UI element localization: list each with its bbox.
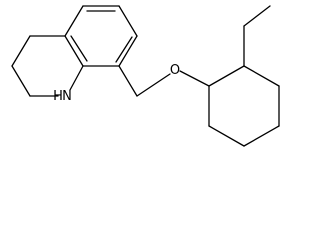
bond-cy1-cy2 — [208, 65, 245, 87]
bond-c6-c7 — [118, 5, 138, 37]
bond-o-c1 — [179, 70, 210, 87]
bond-c8-ch2 — [118, 65, 138, 97]
bond-c8a-c4a — [64, 35, 84, 67]
bond-c8a-c4a-double — [70, 35, 88, 62]
nitrogen-atom: H N — [53, 89, 72, 104]
ethyl-group — [243, 5, 271, 67]
molecule-diagram: H N O — [11, 5, 280, 147]
oxygen-atom: O — [170, 63, 180, 78]
bond-c7-c8-double — [115, 36, 133, 63]
bond-cy2-cy3 — [243, 65, 280, 87]
ether-linker — [118, 65, 210, 97]
oxygen-label: O — [170, 63, 180, 78]
bond-c4-c3 — [11, 35, 31, 67]
bond-ch2-ch3 — [243, 5, 271, 27]
cyclohexane-ring — [208, 65, 280, 147]
structure-canvas: H N O — [11, 5, 280, 147]
bond-c4a-c5 — [64, 5, 84, 37]
saturated-ring — [11, 35, 84, 97]
bond-c7-c8 — [118, 35, 138, 67]
nitrogen-h-label: H — [53, 89, 63, 104]
bond-cy5-cy6 — [208, 125, 245, 147]
nitrogen-n-label: N — [62, 89, 72, 104]
aromatic-ring — [64, 5, 138, 67]
bond-ch2-o — [136, 73, 171, 97]
bond-cy4-cy5 — [243, 125, 280, 147]
bond-n1-c8a — [69, 65, 84, 91]
bond-c3-c2 — [11, 65, 31, 97]
